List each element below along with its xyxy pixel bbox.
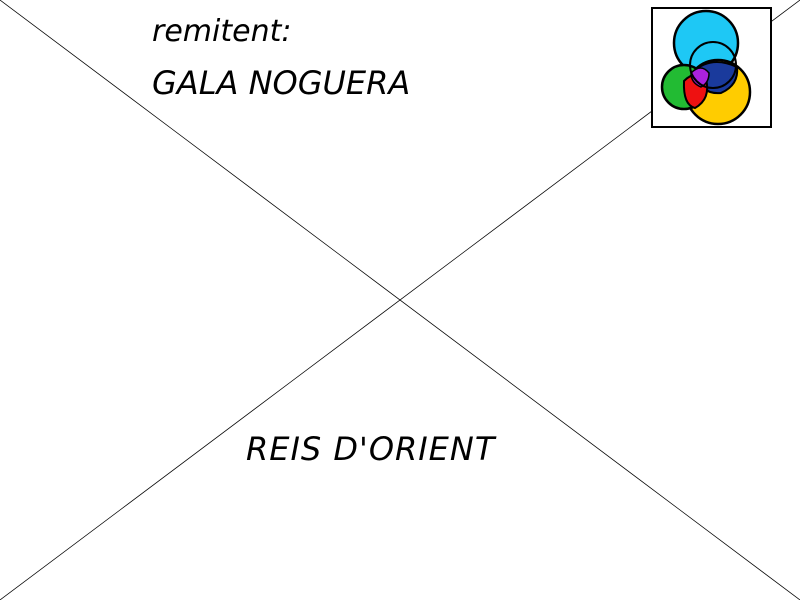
stamp <box>651 7 772 128</box>
sender-name: GALA NOGUERA <box>152 64 411 102</box>
small-outline-circle <box>689 41 737 89</box>
overlapping-circles-logo-icon <box>660 9 752 126</box>
purple-overlap <box>690 67 710 88</box>
recipient-name: REIS D'ORIENT <box>246 430 496 468</box>
sender-label: remitent: <box>152 14 292 49</box>
